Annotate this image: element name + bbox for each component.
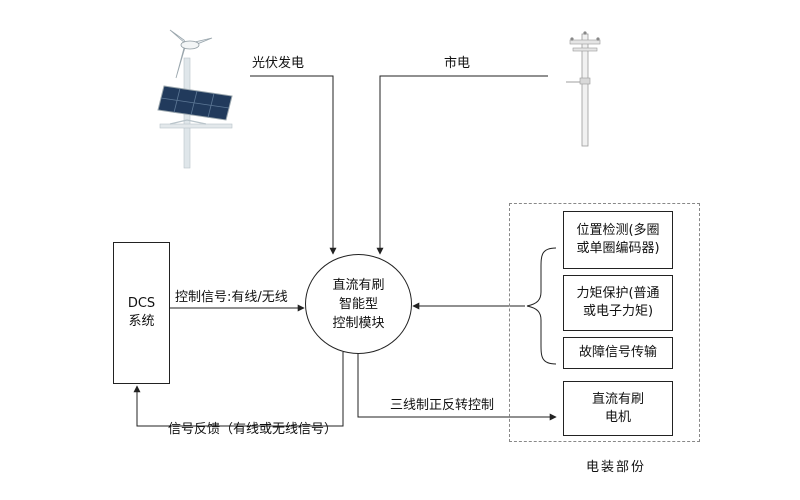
utility-pole-icon (566, 31, 601, 147)
control-signal-label: 控制信号:有线/无线 (175, 290, 288, 305)
motor-box: 直流有刷 电机 (563, 381, 673, 436)
motor-line1: 直流有刷 (591, 391, 644, 407)
torque-line2: 或电子力矩) (582, 304, 654, 319)
three-wire-label: 三线制正反转控制 (390, 398, 495, 413)
pv-connector (250, 75, 337, 255)
position-detect-box: 位置检测(多圈 或单圈编码器) (563, 211, 673, 269)
feedback-arrow (133, 352, 344, 427)
dcs-system-box: DCS 系统 (113, 242, 170, 384)
position-detect-line2: 或单圈编码器) (576, 241, 660, 256)
electrical-part-caption: 电装部份 (586, 460, 647, 475)
motor-line2: 电机 (604, 409, 631, 425)
feedback-label: 信号反馈（有线或无线信号） (168, 422, 338, 437)
grid-label: 市电 (444, 56, 471, 71)
torque-protection-box: 力矩保护(普通 或电子力矩) (563, 275, 673, 331)
dcs-label: DCS (127, 296, 156, 311)
control-module-line1: 直流有刷 (332, 277, 385, 293)
control-module: 直流有刷 智能型 控制模块 (305, 254, 412, 354)
control-module-line3: 控制模块 (332, 315, 385, 331)
curly-brace (526, 247, 557, 365)
pv-label: 光伏发电 (252, 56, 305, 71)
three-wire-arrow (357, 352, 557, 421)
control-module-line2: 智能型 (338, 296, 378, 312)
fault-signal-label: 故障信号传输 (578, 345, 657, 360)
electrical-part-frame (509, 203, 700, 442)
position-detect-line1: 位置检测(多圈 (576, 223, 660, 238)
torque-line1: 力矩保护(普通 (576, 286, 660, 301)
dcs-system-label: 系统 (128, 314, 155, 329)
wind-solar-tower-icon (157, 29, 233, 169)
fault-signal-box: 故障信号传输 (563, 337, 673, 369)
grid-connector (376, 75, 548, 255)
